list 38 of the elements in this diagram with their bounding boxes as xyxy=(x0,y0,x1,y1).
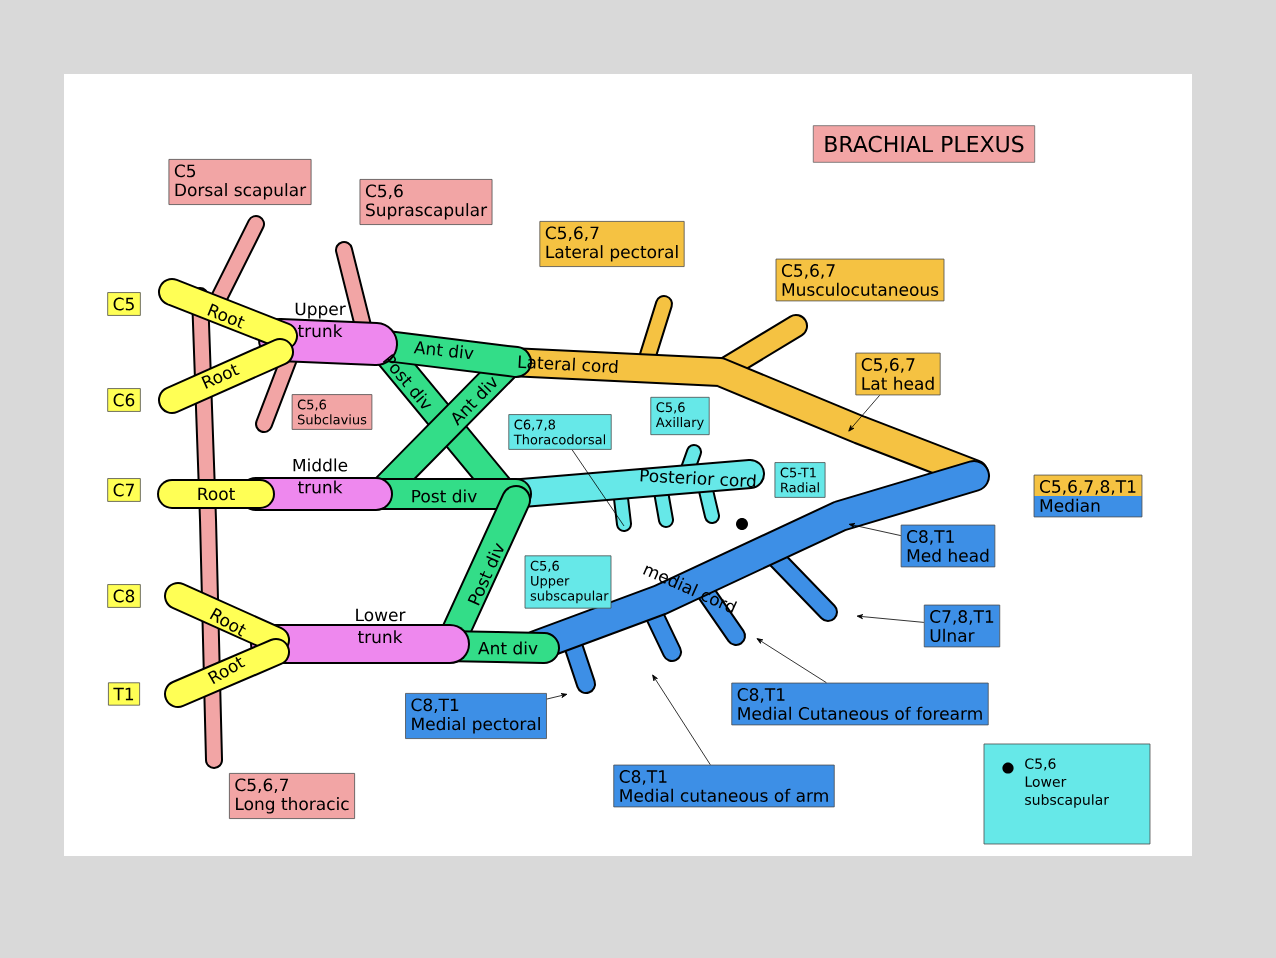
nerve-part-label: Ant div xyxy=(452,376,497,426)
nerve-part-label: Post div xyxy=(412,489,477,503)
nerve-label: C7,8,T1 Ulnar xyxy=(923,604,1001,648)
nerve-part-label: Ant div xyxy=(478,641,538,655)
nerve-label: C5,6,7 Lateral pectoral xyxy=(539,221,685,267)
nerve-part-label: Middle trunk xyxy=(293,458,348,494)
nerve-part-label: Upper trunk xyxy=(295,302,346,338)
leader-arrow xyxy=(848,394,880,432)
nerve-label: C5,6 Suprascapular xyxy=(359,179,493,225)
nerve-part-label: Root xyxy=(201,364,240,389)
nerve-part-label: Ant div xyxy=(413,341,474,359)
nerve-part-label: Posterior cord xyxy=(640,468,756,488)
root-label: C6 xyxy=(107,388,141,412)
nerve-label: C5,6,7 Long thoracic xyxy=(229,773,355,819)
nerve-part-label: Post div xyxy=(467,542,504,606)
nerve-label: C8,T1 Medial pectoral xyxy=(405,693,547,739)
nerve-label: C5,6,7 Musculocutaneous xyxy=(775,258,945,302)
leader-arrow xyxy=(756,638,827,684)
root-label: C7 xyxy=(107,478,141,502)
leader-arrow xyxy=(652,674,711,766)
nerve-label: C8,T1 Medial cutaneous of arm xyxy=(613,764,835,808)
title-box: BRACHIAL PLEXUS xyxy=(812,125,1036,163)
nerve-part-label: Root xyxy=(198,487,235,501)
nerve-part-label: Lateral cord xyxy=(518,355,618,373)
leader-arrow xyxy=(546,693,568,700)
root-label: T1 xyxy=(108,682,140,706)
nerve-label: C8,T1 Medial Cutaneous of forearm xyxy=(731,682,989,726)
nerve-label: C5 Dorsal scapular xyxy=(168,159,312,205)
nerve-part-label: Root xyxy=(207,657,246,685)
root-label: C8 xyxy=(107,584,141,608)
leader-arrow xyxy=(856,614,925,623)
leader-arrow xyxy=(848,523,902,536)
nerve-part-label: Lower trunk xyxy=(356,608,406,644)
root-label: C5 xyxy=(107,292,141,316)
nerve-label: C8,T1 Med head xyxy=(900,524,996,568)
nerve-label: C5,6,7 Lat head xyxy=(855,352,941,396)
nerve-part-label: Root xyxy=(207,303,245,329)
nerve-label: C5,6,7,8,T1 Median xyxy=(1033,474,1143,518)
